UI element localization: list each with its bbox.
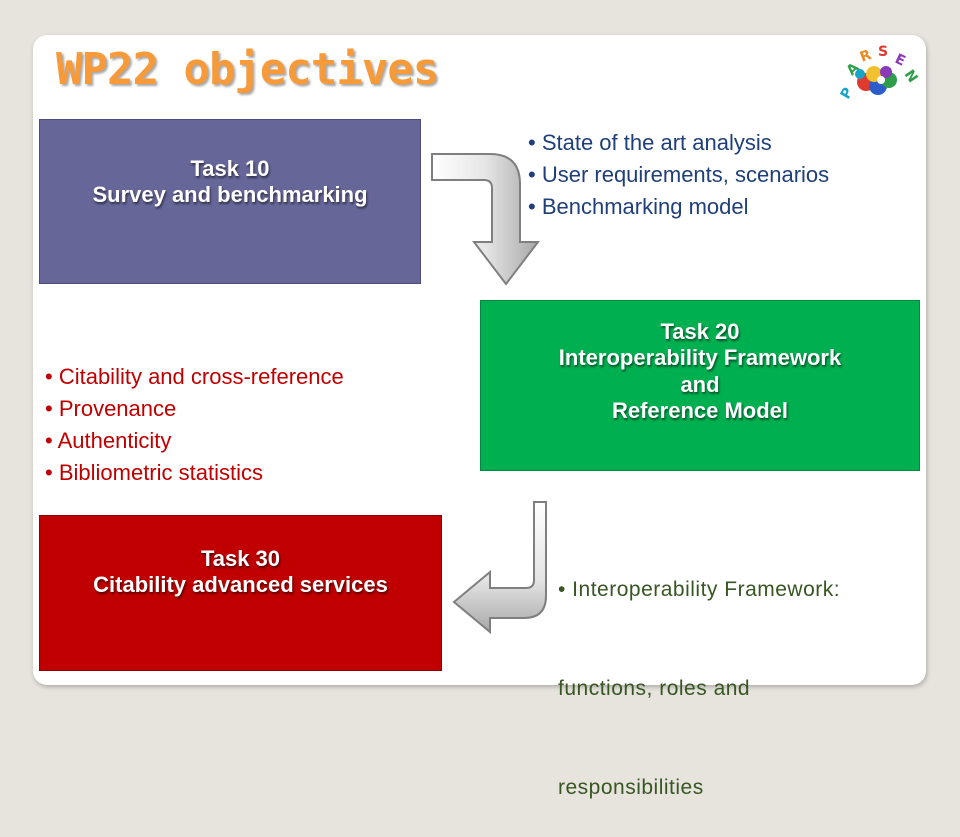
framework-bullet-text: • Interoperability Framework: functions,… bbox=[558, 507, 840, 837]
framework-line-3: responsibilities bbox=[558, 776, 704, 799]
task-20-name-cont: Reference Model bbox=[611, 398, 789, 424]
svg-text:S: S bbox=[878, 44, 888, 60]
list-item: Benchmarking model bbox=[528, 191, 829, 223]
task-30-name: Citability advanced services bbox=[93, 572, 388, 598]
svg-text:P: P bbox=[838, 85, 857, 102]
task-20-box: Task 20 Interoperability Framework and R… bbox=[480, 300, 920, 471]
svg-text:N: N bbox=[901, 67, 921, 86]
framework-line-2: functions, roles and bbox=[558, 677, 751, 700]
list-item: Provenance bbox=[45, 393, 344, 425]
svg-text:E: E bbox=[892, 51, 907, 70]
down-arrow-icon bbox=[431, 153, 541, 286]
list-item: State of the art analysis bbox=[528, 127, 829, 159]
slide-title: WP22 objectives bbox=[56, 44, 439, 95]
task-10-name: Survey and benchmarking bbox=[92, 182, 368, 208]
survey-bullet-list: State of the art analysis User requireme… bbox=[528, 127, 829, 223]
svg-text:R: R bbox=[858, 47, 874, 66]
task-30-number: Task 30 bbox=[200, 546, 281, 571]
list-item: Citability and cross-reference bbox=[45, 361, 344, 393]
task-10-box: Task 10 Survey and benchmarking bbox=[39, 119, 421, 284]
task-10-number: Task 10 bbox=[190, 156, 270, 181]
citability-bullet-list: Citability and cross-reference Provenanc… bbox=[45, 361, 344, 489]
task-30-box: Task 30 Citability advanced services bbox=[39, 515, 442, 671]
parsen-logo-icon: P A R S E N bbox=[838, 44, 921, 102]
list-item: Authenticity bbox=[45, 425, 344, 457]
task-20-number: Task 20 bbox=[660, 319, 740, 344]
task-20-name: Interoperability Framework bbox=[558, 345, 842, 371]
list-item: Bibliometric statistics bbox=[45, 457, 344, 489]
task-20-name-and: and bbox=[680, 371, 720, 397]
left-arrow-icon bbox=[452, 501, 547, 634]
framework-line-1: • Interoperability Framework: bbox=[558, 578, 841, 601]
list-item: User requirements, scenarios bbox=[528, 159, 829, 191]
